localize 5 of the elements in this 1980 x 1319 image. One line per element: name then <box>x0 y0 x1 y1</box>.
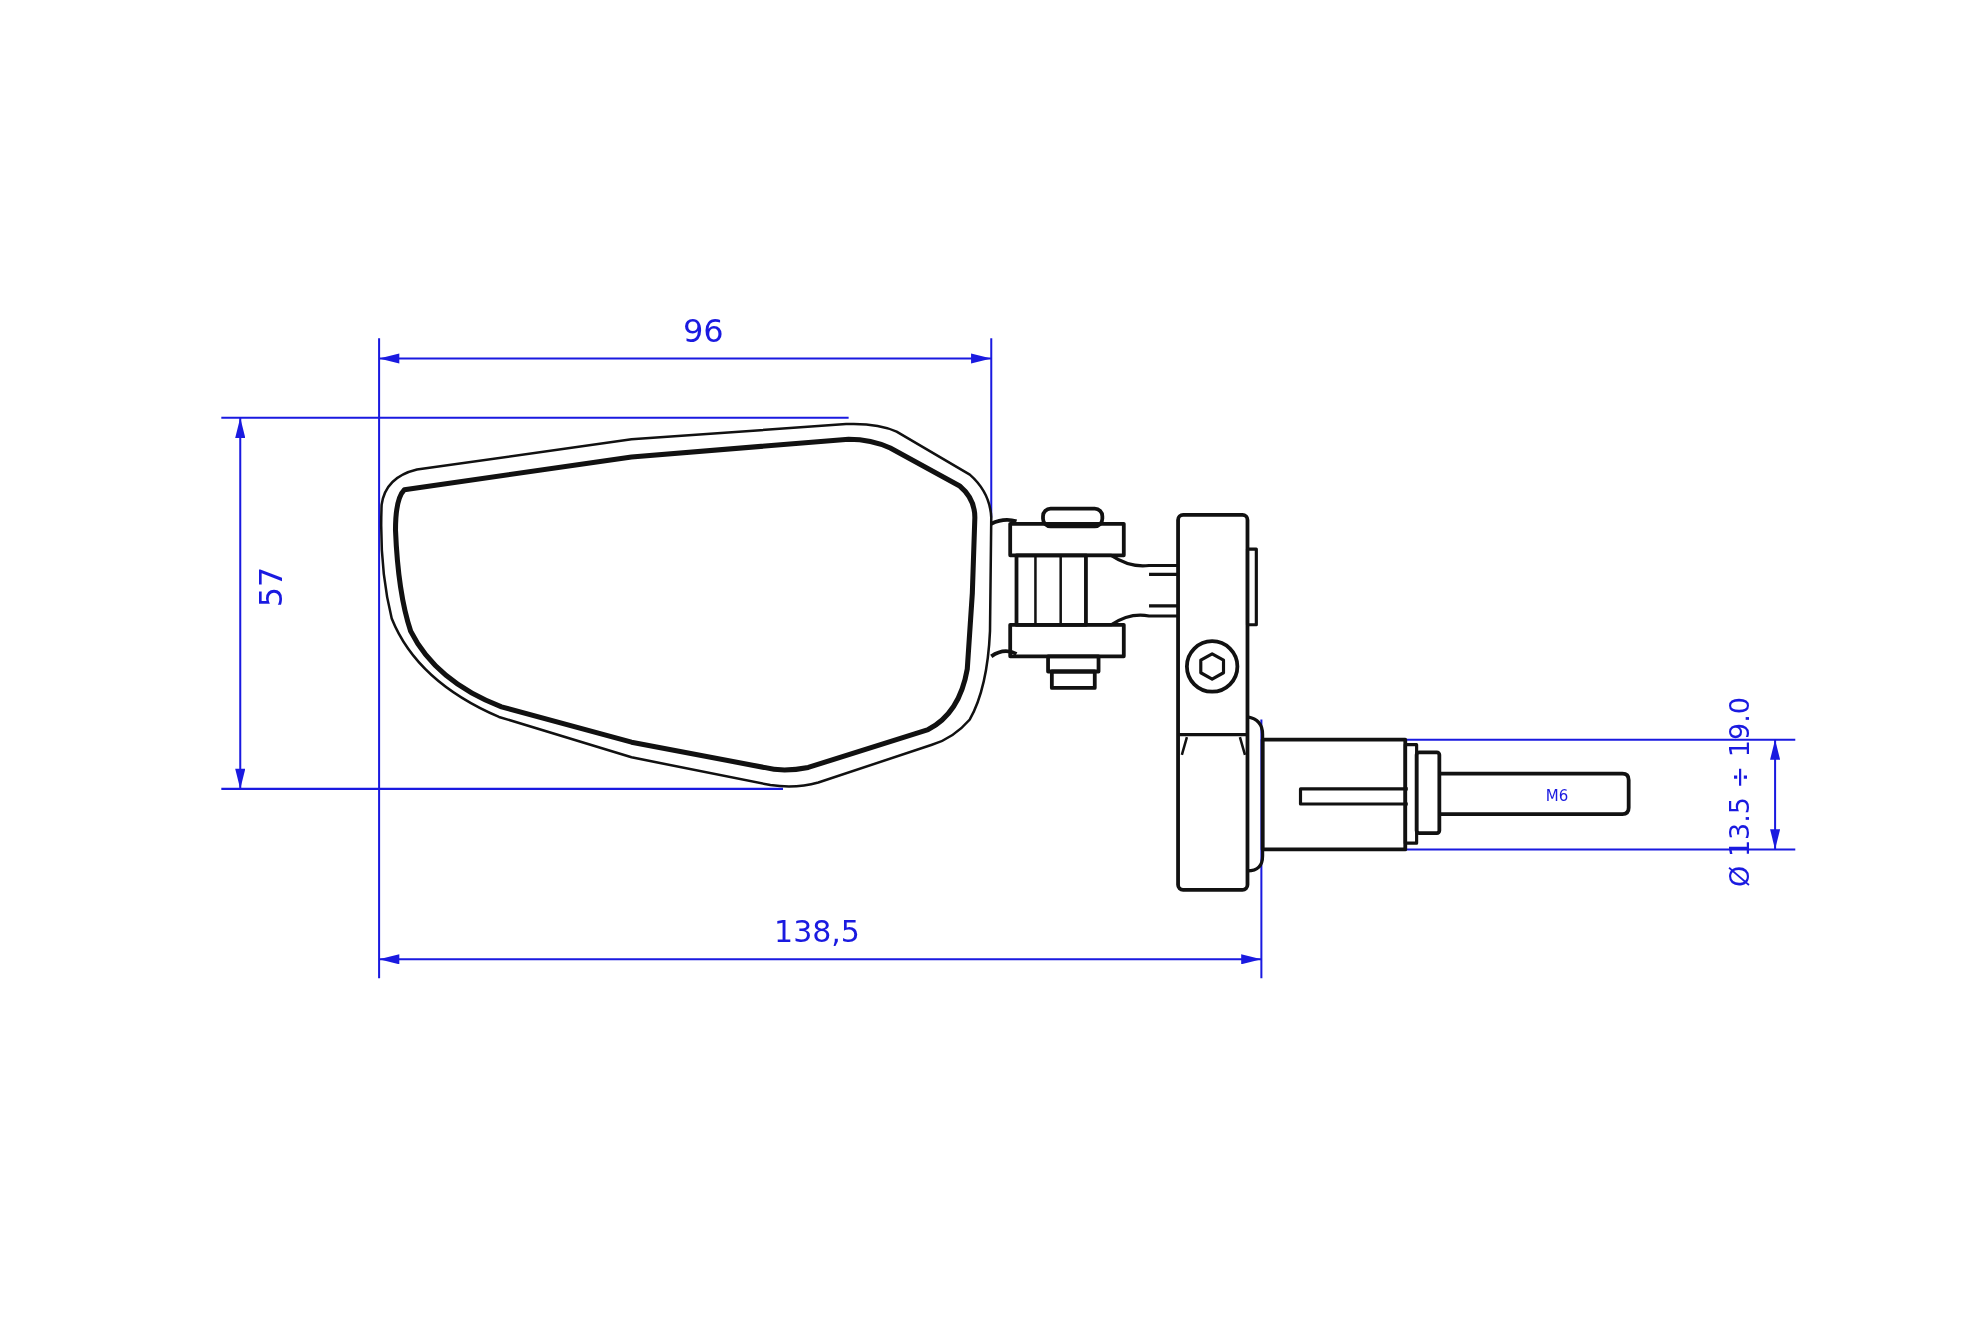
dimension-label: 57 <box>255 566 288 608</box>
dimension-label: M6 <box>1545 788 1569 804</box>
dimension-label: 138,5 <box>774 916 860 947</box>
dimension-label: Ø 13.5 ÷ 19.0 <box>1725 696 1753 887</box>
dimension-label: 96 <box>683 314 724 347</box>
